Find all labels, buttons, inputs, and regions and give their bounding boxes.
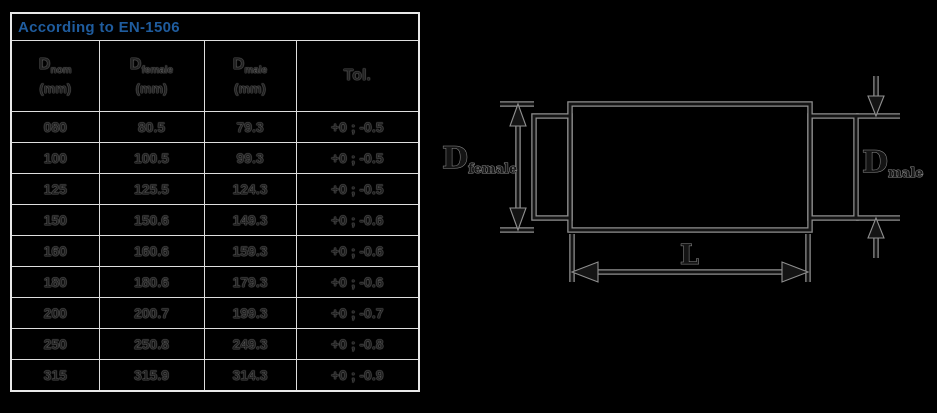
cell-tol: +0 ; -0.5	[295, 142, 420, 174]
header-subscript: female	[141, 65, 174, 77]
diagram-line-ink	[498, 74, 902, 284]
cell-tol: +0 ; -0.9	[295, 359, 420, 392]
cell-dmale: 199.3	[203, 297, 297, 329]
cell-tol: +0 ; -0.5	[295, 111, 420, 143]
female-label-subscript: female	[468, 162, 517, 177]
cell-dnom: 180	[10, 266, 100, 298]
female-dim-arrow-down-icon	[509, 207, 527, 232]
table-row: 125 125.5 124.3 +0 ; -0.5	[10, 173, 420, 205]
col-header-tol: Tol.	[295, 40, 420, 112]
table-row: 080 80.5 79.3 +0 ; -0.5	[10, 111, 420, 143]
cell-dfemale: 200.7	[98, 297, 205, 329]
cell-dmale: 79.3	[203, 111, 297, 143]
cell-dmale: 159.3	[203, 235, 297, 267]
table-row: 160 160.6 159.3 +0 ; -0.6	[10, 235, 420, 267]
cell-tol: +0 ; -0.7	[295, 297, 420, 329]
male-label-symbol: D	[862, 145, 888, 180]
female-dim-arrow-up-icon	[509, 102, 527, 127]
table-header-row: Dnom (mm) Dfemale (mm) Dmale (mm) Tol.	[10, 40, 420, 112]
cell-dmale: 149.3	[203, 204, 297, 236]
cell-tol: +0 ; -0.8	[295, 328, 420, 360]
table-row: 315 315.9 314.3 +0 ; -0.9	[10, 359, 420, 392]
col-header-dfemale: Dfemale (mm)	[98, 40, 205, 112]
header-unit: (mm)	[234, 80, 266, 96]
header-unit: (mm)	[135, 80, 168, 96]
header-symbol: D	[38, 56, 51, 74]
diagram-line-halo	[500, 76, 900, 282]
cell-dnom: 200	[10, 297, 100, 329]
male-label-subscript: male	[888, 166, 923, 181]
col-header-dmale: Dmale (mm)	[203, 40, 297, 112]
duct-coupling-diagram: Dfemale Dmale L	[442, 60, 924, 310]
header-symbol: D	[232, 56, 245, 74]
col-header-dnom: Dnom (mm)	[10, 40, 100, 112]
cell-dfemale: 100.5	[98, 142, 205, 174]
cell-dmale: 314.3	[203, 359, 297, 392]
length-dim-arrow-right-icon	[781, 261, 810, 283]
en1506-spec-table: According to EN-1506 Dnom (mm) Dfemale (…	[10, 12, 420, 392]
table-row: 180 180.6 179.3 +0 ; -0.6	[10, 266, 420, 298]
cell-dfemale: 180.6	[98, 266, 205, 298]
table-row: 250 250.8 249.3 +0 ; -0.8	[10, 328, 420, 360]
cell-tol: +0 ; -0.6	[295, 204, 420, 236]
cell-dnom: 080	[10, 111, 100, 143]
female-label-symbol: D	[442, 141, 468, 176]
cell-dnom: 100	[10, 142, 100, 174]
table-row: 100 100.5 99.3 +0 ; -0.5	[10, 142, 420, 174]
male-dim-arrow-up-icon	[867, 216, 885, 239]
female-diameter-label: Dfemale	[442, 141, 517, 177]
cell-dmale: 124.3	[203, 173, 297, 205]
cell-dnom: 125	[10, 173, 100, 205]
cell-dfemale: 150.6	[98, 204, 205, 236]
cell-dnom: 315	[10, 359, 100, 392]
table-row: 200 200.7 199.3 +0 ; -0.7	[10, 297, 420, 329]
cell-dfemale: 160.6	[98, 235, 205, 267]
length-dim-arrow-left-icon	[570, 261, 599, 283]
cell-dnom: 160	[10, 235, 100, 267]
cell-dmale: 249.3	[203, 328, 297, 360]
header-subscript: nom	[50, 65, 72, 77]
cell-dfemale: 125.5	[98, 173, 205, 205]
cell-tol: +0 ; -0.5	[295, 173, 420, 205]
cell-dfemale: 80.5	[98, 111, 205, 143]
table-title-row: According to EN-1506	[10, 12, 420, 41]
header-symbol: D	[129, 56, 142, 74]
cell-dmale: 179.3	[203, 266, 297, 298]
male-dim-arrow-down-icon	[867, 95, 885, 118]
header-subscript: male	[244, 65, 268, 77]
cell-tol: +0 ; -0.6	[295, 266, 420, 298]
cell-dfemale: 250.8	[98, 328, 205, 360]
header-symbol: Tol.	[343, 67, 371, 84]
table-row: 150 150.6 149.3 +0 ; -0.6	[10, 204, 420, 236]
cell-tol: +0 ; -0.6	[295, 235, 420, 267]
header-unit: (mm)	[39, 80, 72, 96]
length-label: L	[680, 240, 699, 271]
male-diameter-label: Dmale	[862, 145, 923, 181]
table-title: According to EN-1506	[10, 12, 420, 41]
cell-dnom: 250	[10, 328, 100, 360]
cell-dfemale: 315.9	[98, 359, 205, 392]
cell-dmale: 99.3	[203, 142, 297, 174]
cell-dnom: 150	[10, 204, 100, 236]
